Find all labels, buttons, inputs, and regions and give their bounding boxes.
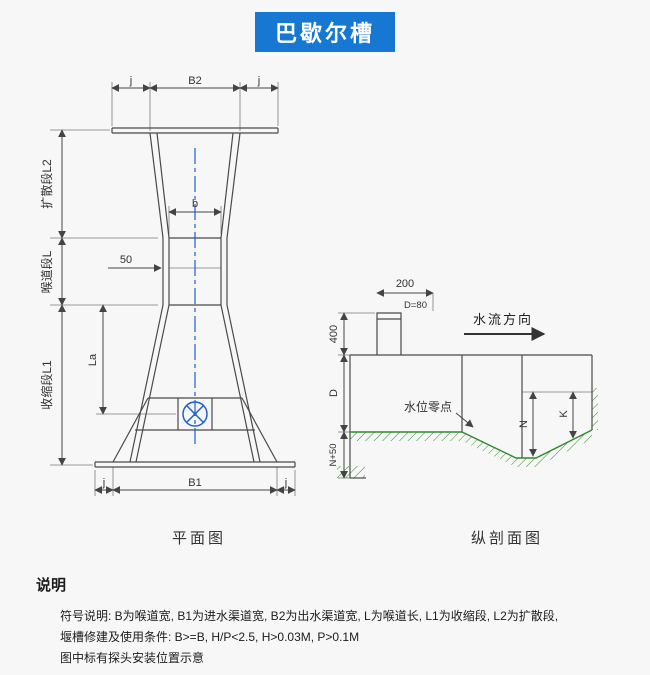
dim-j-bottom-right-label: j bbox=[284, 477, 287, 489]
dim-b-label: b bbox=[192, 198, 198, 210]
notes-line-symbols: 符号说明: B为喉道宽, B1为进水渠道宽, B2为出水渠道宽, L为喉道长, … bbox=[60, 609, 559, 623]
page-title: 巴歇尔槽 bbox=[254, 12, 396, 52]
plan-dimension-lines bbox=[58, 84, 296, 494]
dim-k-label: K bbox=[558, 410, 570, 418]
dim-b1-label: B1 bbox=[188, 477, 201, 489]
label-flow-direction: 水流方向 bbox=[473, 312, 533, 327]
dim-n50-label: N+50 bbox=[328, 444, 339, 467]
label-d80: D=80 bbox=[404, 300, 427, 311]
dim-400-label: 400 bbox=[328, 325, 340, 343]
plan-extension-lines bbox=[50, 82, 296, 496]
section-view-drawing: 200 D=80 水流方向 400 D 水位零点 N K N+50 纵剖面图 bbox=[328, 278, 598, 547]
label-throat-section: 喉道段L bbox=[39, 250, 54, 293]
dim-b2-label: B2 bbox=[188, 75, 201, 87]
probe-symbol bbox=[182, 401, 208, 427]
ground-profile-line bbox=[350, 429, 593, 459]
dim-j-bottom-left-label: j bbox=[102, 477, 105, 489]
ground-hatch bbox=[337, 388, 598, 478]
label-contraction-section: 收缩段L1 bbox=[39, 360, 54, 410]
plan-view-caption: 平面图 bbox=[172, 530, 226, 547]
dim-50-label: 50 bbox=[120, 254, 132, 266]
dim-j-top-right-label: j bbox=[257, 75, 260, 87]
dim-200-label: 200 bbox=[396, 278, 414, 290]
section-dimension-lines bbox=[340, 289, 577, 479]
dim-la-label: La bbox=[87, 353, 99, 366]
section-view-caption: 纵剖面图 bbox=[471, 530, 543, 547]
plan-flume-outline bbox=[94, 127, 296, 468]
notes-line-conditions: 堰槽修建及使用条件: B>=B, H/P<2.5, H>0.03M, P>0.1… bbox=[60, 630, 360, 644]
notes-line-probe: 图中标有探头安装位置示意 bbox=[60, 651, 205, 665]
dim-j-top-left-label: j bbox=[129, 75, 132, 87]
water-zero-leader bbox=[455, 412, 474, 428]
dim-d-label: D bbox=[328, 389, 340, 397]
notes-heading: 说明 bbox=[36, 577, 67, 594]
technical-drawing: j B2 j 扩散段L2 喉道段L 收缩段L1 b 50 La j B1 j 平… bbox=[39, 75, 598, 547]
label-water-zero: 水位零点 bbox=[404, 399, 452, 414]
section-channel-outline bbox=[349, 312, 593, 479]
dim-n-label: N bbox=[518, 420, 530, 428]
notes-section: 说明 符号说明: B为喉道宽, B1为进水渠道宽, B2为出水渠道宽, L为喉道… bbox=[36, 574, 632, 669]
plan-view-drawing: j B2 j 扩散段L2 喉道段L 收缩段L1 b 50 La j B1 j 平… bbox=[39, 75, 296, 547]
page-title-text: 巴歇尔槽 bbox=[274, 21, 376, 46]
label-expansion-section: 扩散段L2 bbox=[39, 159, 54, 209]
